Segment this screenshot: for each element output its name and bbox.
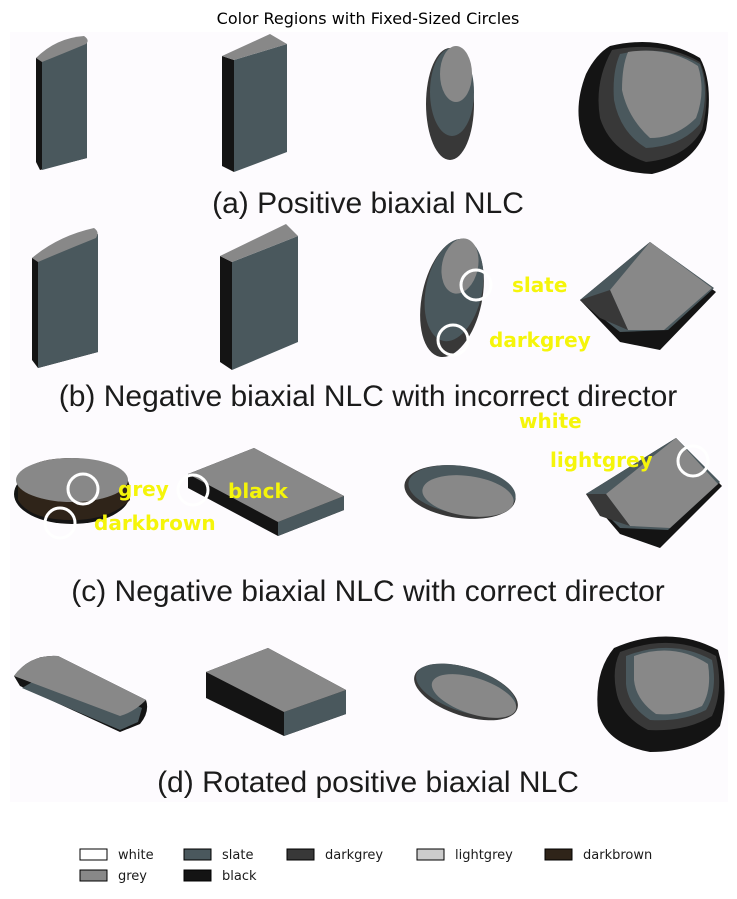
legend-label-lightgrey: lightgrey [455,848,513,863]
shape-a2-box [222,34,287,172]
legend-item-darkbrown: darkbrown [544,848,652,863]
caption-b: (b) Negative biaxial NLC with incorrect … [59,380,678,413]
legend-item-darkgrey: darkgrey [286,848,383,863]
shape-c4-octahedron [586,438,722,548]
shape-a3-ellipsoid [426,46,474,160]
caption-a: (a) Positive biaxial NLC [212,187,524,220]
label-slate: slate [512,273,567,297]
row-b-shapes [32,224,716,370]
legend-item-lightgrey: lightgrey [416,848,513,863]
shape-c1-disc [14,458,130,524]
label-darkbrown: darkbrown [94,511,216,535]
legend-swatch-white [79,848,108,861]
marker-circle-darkgrey [436,323,470,357]
row-a-shapes [36,34,709,174]
marker-circle-darkbrown [43,506,77,540]
marker-circle-grey [66,472,100,506]
legend-item-black: black [183,869,257,884]
label-black: black [228,479,289,503]
legend-swatch-slate [183,848,212,861]
legend-label-darkgrey: darkgrey [325,848,383,863]
marker-circle-lightgrey [676,444,710,478]
row-c-shapes [14,438,722,548]
shape-b3-ellipsoid [420,238,484,358]
shape-d2-slab [206,648,346,736]
legend-label-white: white [118,848,154,863]
legend-swatch-black [183,869,212,882]
shape-c3-ellipsoid [404,465,516,519]
legend-swatch-grey [79,869,108,882]
figure-title: Color Regions with Fixed-Sized Circles [217,9,520,28]
legend-item-white: white [79,848,154,863]
caption-d: (d) Rotated positive biaxial NLC [157,766,579,799]
legend-label-slate: slate [222,848,253,863]
legend-swatch-darkgrey [286,848,315,861]
label-grey: grey [118,477,169,501]
caption-c: (c) Negative biaxial NLC with correct di… [71,575,665,608]
shape-b1-rounded-slab [32,228,98,368]
legend-swatch-lightgrey [416,848,445,861]
shape-a4-rounded-cube [578,42,709,174]
marker-circle-black [176,473,210,507]
legend-label-black: black [222,869,257,884]
shape-b2-box [220,224,298,370]
shape-d3-ellipsoid [414,663,518,721]
marker-circle-slate [459,268,493,302]
label-white: white [519,409,582,433]
legend-swatch-darkbrown [544,848,573,861]
shape-b4-octahedron [580,242,716,350]
shape-a1-rounded-slab [36,36,88,170]
legend-label-grey: grey [118,869,147,884]
shape-d4-rounded-cube [597,636,725,752]
label-lightgrey: lightgrey [550,448,653,472]
legend-item-slate: slate [183,848,253,863]
legend: white slate darkgrey lightgrey darkbrown grey… [79,848,652,884]
row-d-shapes [14,636,725,752]
legend-label-darkbrown: darkbrown [583,848,652,863]
shape-c2-slab [188,448,344,536]
legend-item-grey: grey [79,869,147,884]
shape-d1-rounded-slab [14,655,148,732]
label-darkgrey: darkgrey [489,328,591,352]
